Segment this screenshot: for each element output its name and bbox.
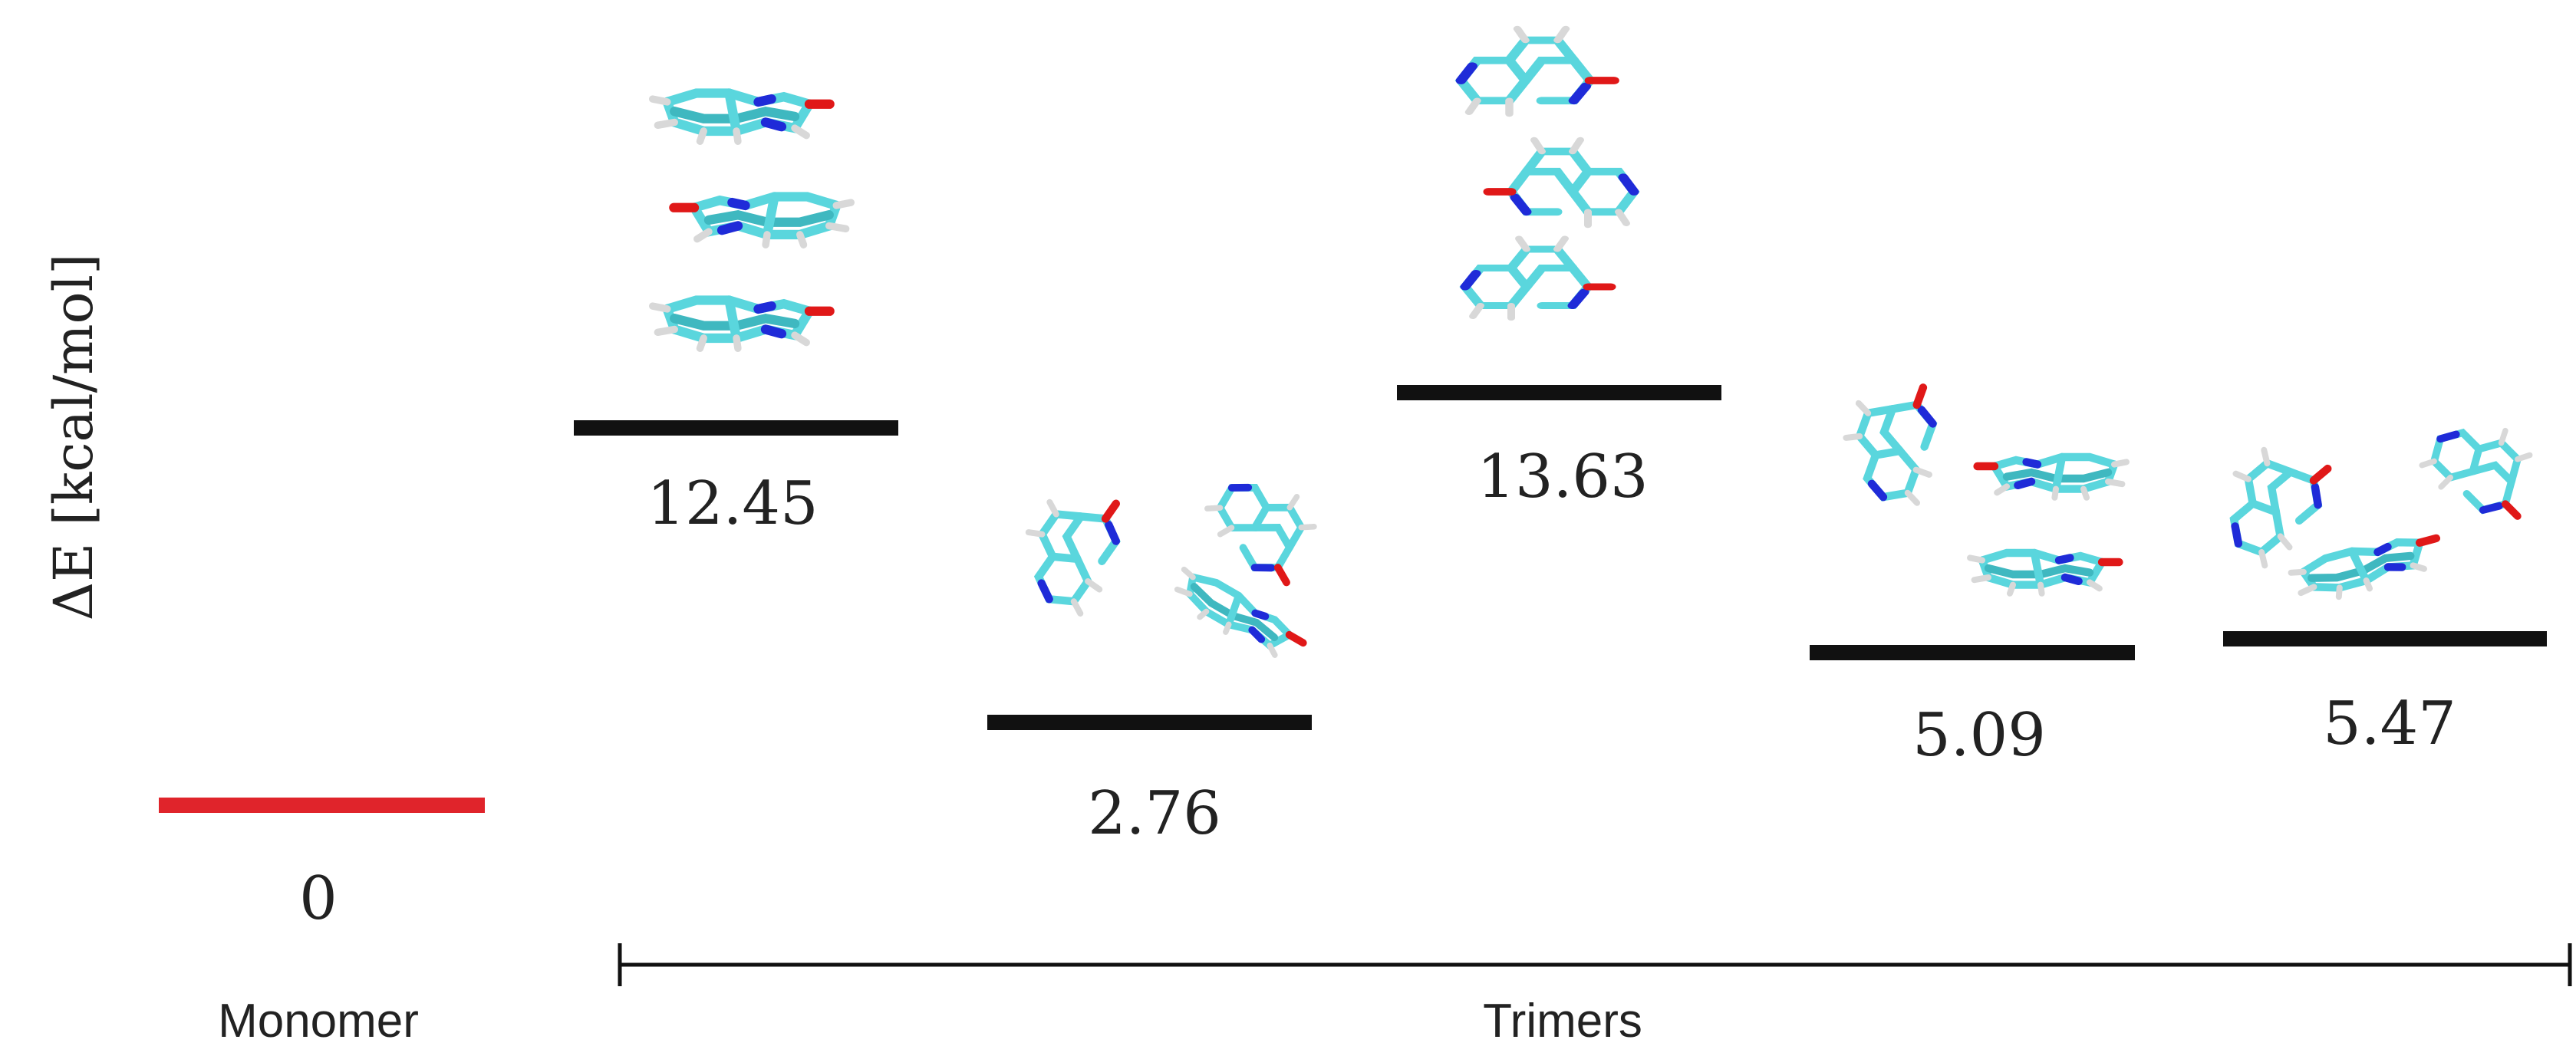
trimer-4-structure <box>1831 369 2126 594</box>
trimers-label: Trimers <box>1483 995 1642 1048</box>
trimers-bracket <box>618 943 2572 986</box>
value-trimer-2: 2.76 <box>1088 779 1221 848</box>
value-trimer-4: 5.09 <box>1912 701 2046 770</box>
trimer-2-structure <box>1004 462 1332 668</box>
trimer-1-structure <box>653 94 852 349</box>
trimer-3-structure <box>1461 29 1635 318</box>
monomer-label: Monomer <box>218 995 419 1048</box>
value-trimer-5: 5.47 <box>2323 689 2456 758</box>
value-trimer-1: 12.45 <box>647 469 818 538</box>
value-monomer: 0 <box>299 864 338 933</box>
value-trimer-3: 13.63 <box>1477 442 1648 512</box>
y-axis-label: ΔE [kcal/mol] <box>42 254 105 621</box>
trimer-5-structure <box>2203 403 2555 607</box>
